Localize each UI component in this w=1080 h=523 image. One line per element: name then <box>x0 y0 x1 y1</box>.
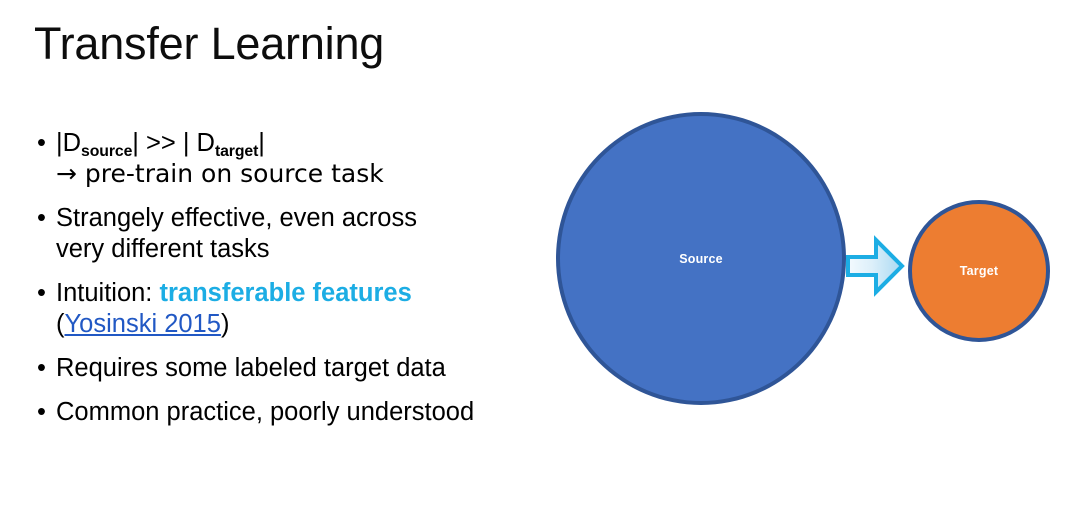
bullet-dot: • <box>37 129 46 157</box>
list-item: • Requires some labeled target data <box>30 353 530 384</box>
dataset-prefix: |D <box>56 129 82 157</box>
intuition-prefix: Intuition: <box>56 278 160 307</box>
bullet-line-1: Requires some labeled target data <box>56 354 446 383</box>
bullet-line-2: (Yosinski 2015) <box>56 309 530 340</box>
list-item: • Common practice, poorly understood <box>30 397 530 428</box>
right-block-arrow-icon <box>845 235 905 297</box>
bullet-line-2: → pre-train on source task <box>56 159 384 189</box>
bullet-line-2: very different tasks <box>56 234 270 263</box>
paren-open: ( <box>56 309 65 338</box>
dataset-subscript-source: source <box>81 142 133 160</box>
paren-close: ) <box>220 309 230 338</box>
dataset-mid: | >> | D <box>132 129 215 157</box>
dataset-subscript-target: target <box>214 142 259 160</box>
page-title: Transfer Learning <box>34 18 385 69</box>
bullet-line-1: Strangely effective, even across <box>56 203 417 232</box>
target-circle-label: Target <box>959 264 999 278</box>
bullet-dot: • <box>37 354 46 383</box>
list-item: • |Dsource| >> | Dtarget| → pre-train on… <box>30 128 530 190</box>
source-circle: Source <box>556 112 846 405</box>
bullet-line-1: |Dsource| >> | Dtarget| <box>56 129 265 160</box>
bullet-dot: • <box>37 203 46 232</box>
citation-link-yosinski[interactable]: Yosinski 2015 <box>64 309 221 338</box>
bullet-dot: • <box>37 278 46 307</box>
bullet-line-1: Common practice, poorly understood <box>56 398 475 427</box>
list-item: • Strangely effective, even across very … <box>30 203 530 265</box>
target-circle: Target <box>908 200 1050 342</box>
transfer-diagram: Source Target <box>540 95 1070 425</box>
bullet-line-1: Intuition: transferable features <box>56 279 412 307</box>
highlight-transferable-features: transferable features <box>159 278 412 307</box>
source-circle-label: Source <box>679 251 723 266</box>
bullet-list: • |Dsource| >> | Dtarget| → pre-train on… <box>30 128 530 441</box>
bullet-dot: • <box>37 398 46 427</box>
dataset-suffix: | <box>258 129 265 157</box>
list-item: • Intuition: transferable features (Yosi… <box>30 278 530 340</box>
